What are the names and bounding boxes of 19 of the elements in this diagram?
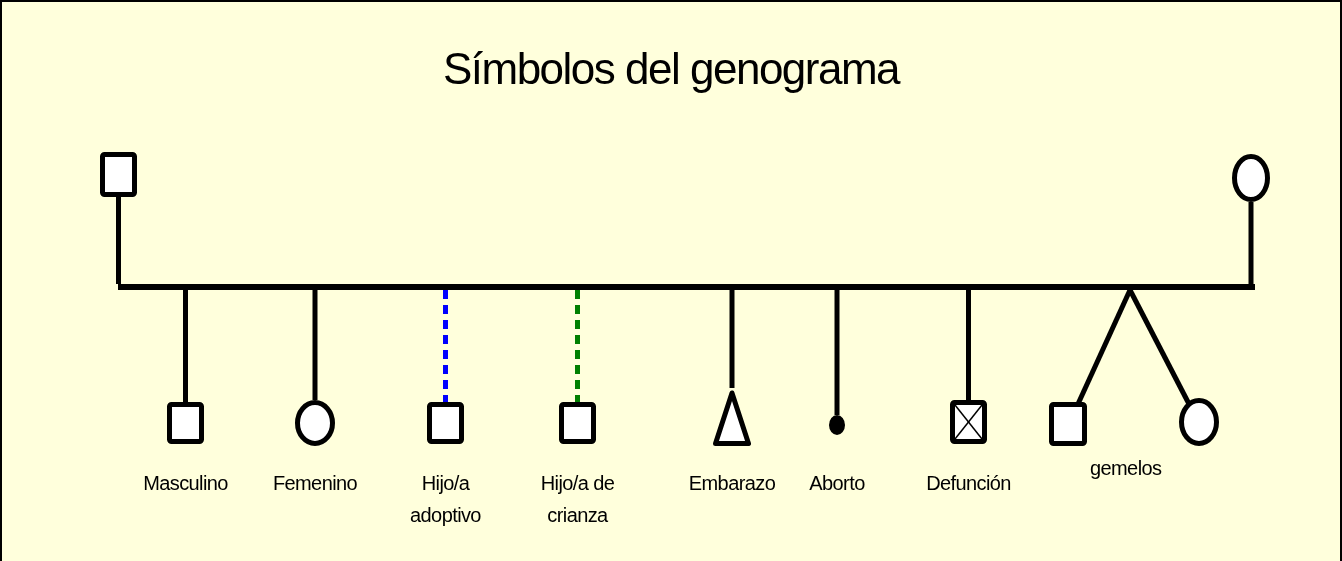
connector-line: [966, 290, 971, 400]
connector-line: [1127, 288, 1192, 406]
connector-line: [1248, 202, 1254, 284]
connector-line: [183, 290, 188, 402]
symbol-caption: Aborto: [808, 471, 866, 496]
symbol-caption: Hijo/a de crianza: [539, 471, 616, 528]
symbol-caption: Embarazo: [687, 471, 777, 496]
diagram-title: Símbolos del genograma: [442, 44, 900, 94]
symbol-caption: Hijo/a adoptivo: [409, 471, 482, 528]
connector-line: [729, 290, 735, 388]
symbol-caption: Masculino: [142, 471, 229, 496]
connector-line: [834, 290, 840, 415]
connector-line: [443, 290, 448, 402]
connector-line: [116, 197, 121, 284]
connector-line: [312, 290, 318, 400]
symbol-caption: Femenino: [271, 471, 359, 496]
symbol-caption: Defunción: [925, 471, 1012, 496]
connector-line: [575, 290, 580, 402]
twins-caption: gemelos: [1090, 457, 1162, 480]
